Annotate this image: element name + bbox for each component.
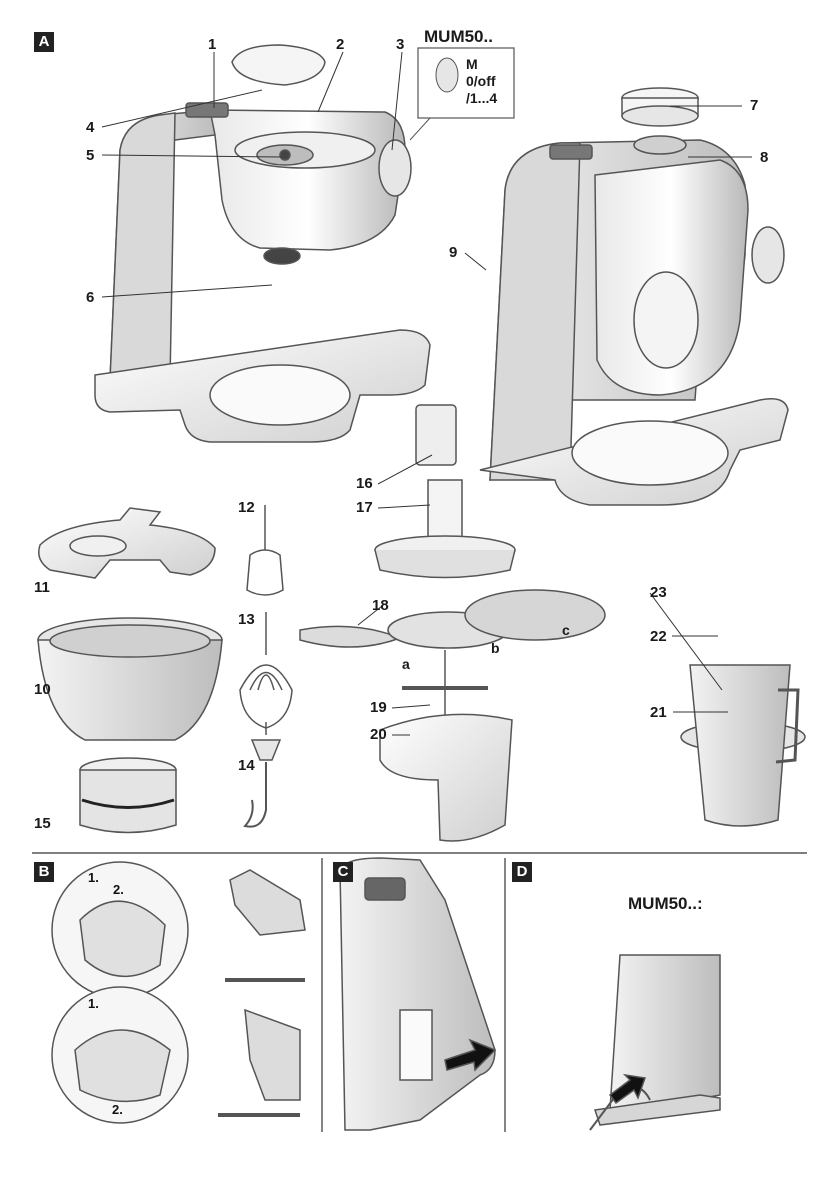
food-processor-closed-head — [479, 87, 789, 506]
blender — [680, 664, 806, 827]
switch-position-levels: /1...4 — [466, 90, 498, 106]
section-d-model-label: MUM50..: — [628, 894, 703, 913]
part-label-19: 19 — [370, 699, 387, 716]
step-2-bottom: 2. — [112, 1102, 123, 1117]
kneading-hook — [243, 722, 282, 828]
part-label-12: 12 — [238, 499, 255, 516]
part-label-9: 9 — [449, 244, 458, 261]
part-label-1: 1 — [208, 36, 217, 53]
section-b-badge: B — [34, 862, 54, 882]
part-label-4: 4 — [86, 119, 95, 136]
splash-guard — [38, 507, 216, 579]
part-label-2: 2 — [336, 36, 345, 53]
panel-c-illustration — [339, 857, 497, 1131]
step-1-top: 1. — [88, 870, 99, 885]
part-label-18: 18 — [372, 597, 389, 614]
part-label-17: 17 — [356, 499, 373, 516]
food-processor-main-unit — [94, 44, 431, 443]
food-processor-attachment — [299, 404, 606, 842]
disc-label-b: b — [491, 640, 500, 656]
part-label-21: 21 — [650, 704, 667, 721]
part-label-6: 6 — [86, 289, 95, 306]
beater-attachment — [246, 505, 284, 596]
panel-b-illustrations — [51, 861, 306, 1124]
part-label-5: 5 — [86, 147, 95, 164]
part-label-20: 20 — [370, 726, 387, 743]
part-label-16: 16 — [356, 475, 373, 492]
part-label-14: 14 — [238, 757, 255, 774]
model-label: MUM50.. — [424, 27, 493, 46]
part-label-13: 13 — [238, 611, 255, 628]
whisk-attachment — [239, 612, 293, 729]
leader-lines — [101, 51, 752, 736]
switch-inset — [409, 47, 515, 141]
mixing-bowl — [37, 617, 223, 741]
section-a-badge: A — [34, 32, 54, 52]
part-label-15: 15 — [34, 815, 51, 832]
disc-label-c: c — [562, 622, 570, 638]
disc-label-a: a — [402, 656, 410, 672]
part-label-10: 10 — [34, 681, 51, 698]
part-label-3: 3 — [396, 36, 405, 53]
part-label-8: 8 — [760, 149, 769, 166]
part-label-7: 7 — [750, 97, 759, 114]
part-label-11: 11 — [34, 579, 50, 596]
bowl-cover-bag — [79, 757, 177, 834]
step-1-bottom: 1. — [88, 996, 99, 1011]
part-label-22: 22 — [650, 628, 667, 645]
panel-d-illustration — [589, 954, 721, 1131]
section-c-badge: C — [333, 862, 353, 882]
switch-position-m: M — [466, 56, 478, 72]
step-2-top: 2. — [113, 882, 124, 897]
switch-position-off: 0/off — [466, 73, 496, 89]
section-d-badge: D — [512, 862, 532, 882]
part-label-23: 23 — [650, 584, 667, 601]
